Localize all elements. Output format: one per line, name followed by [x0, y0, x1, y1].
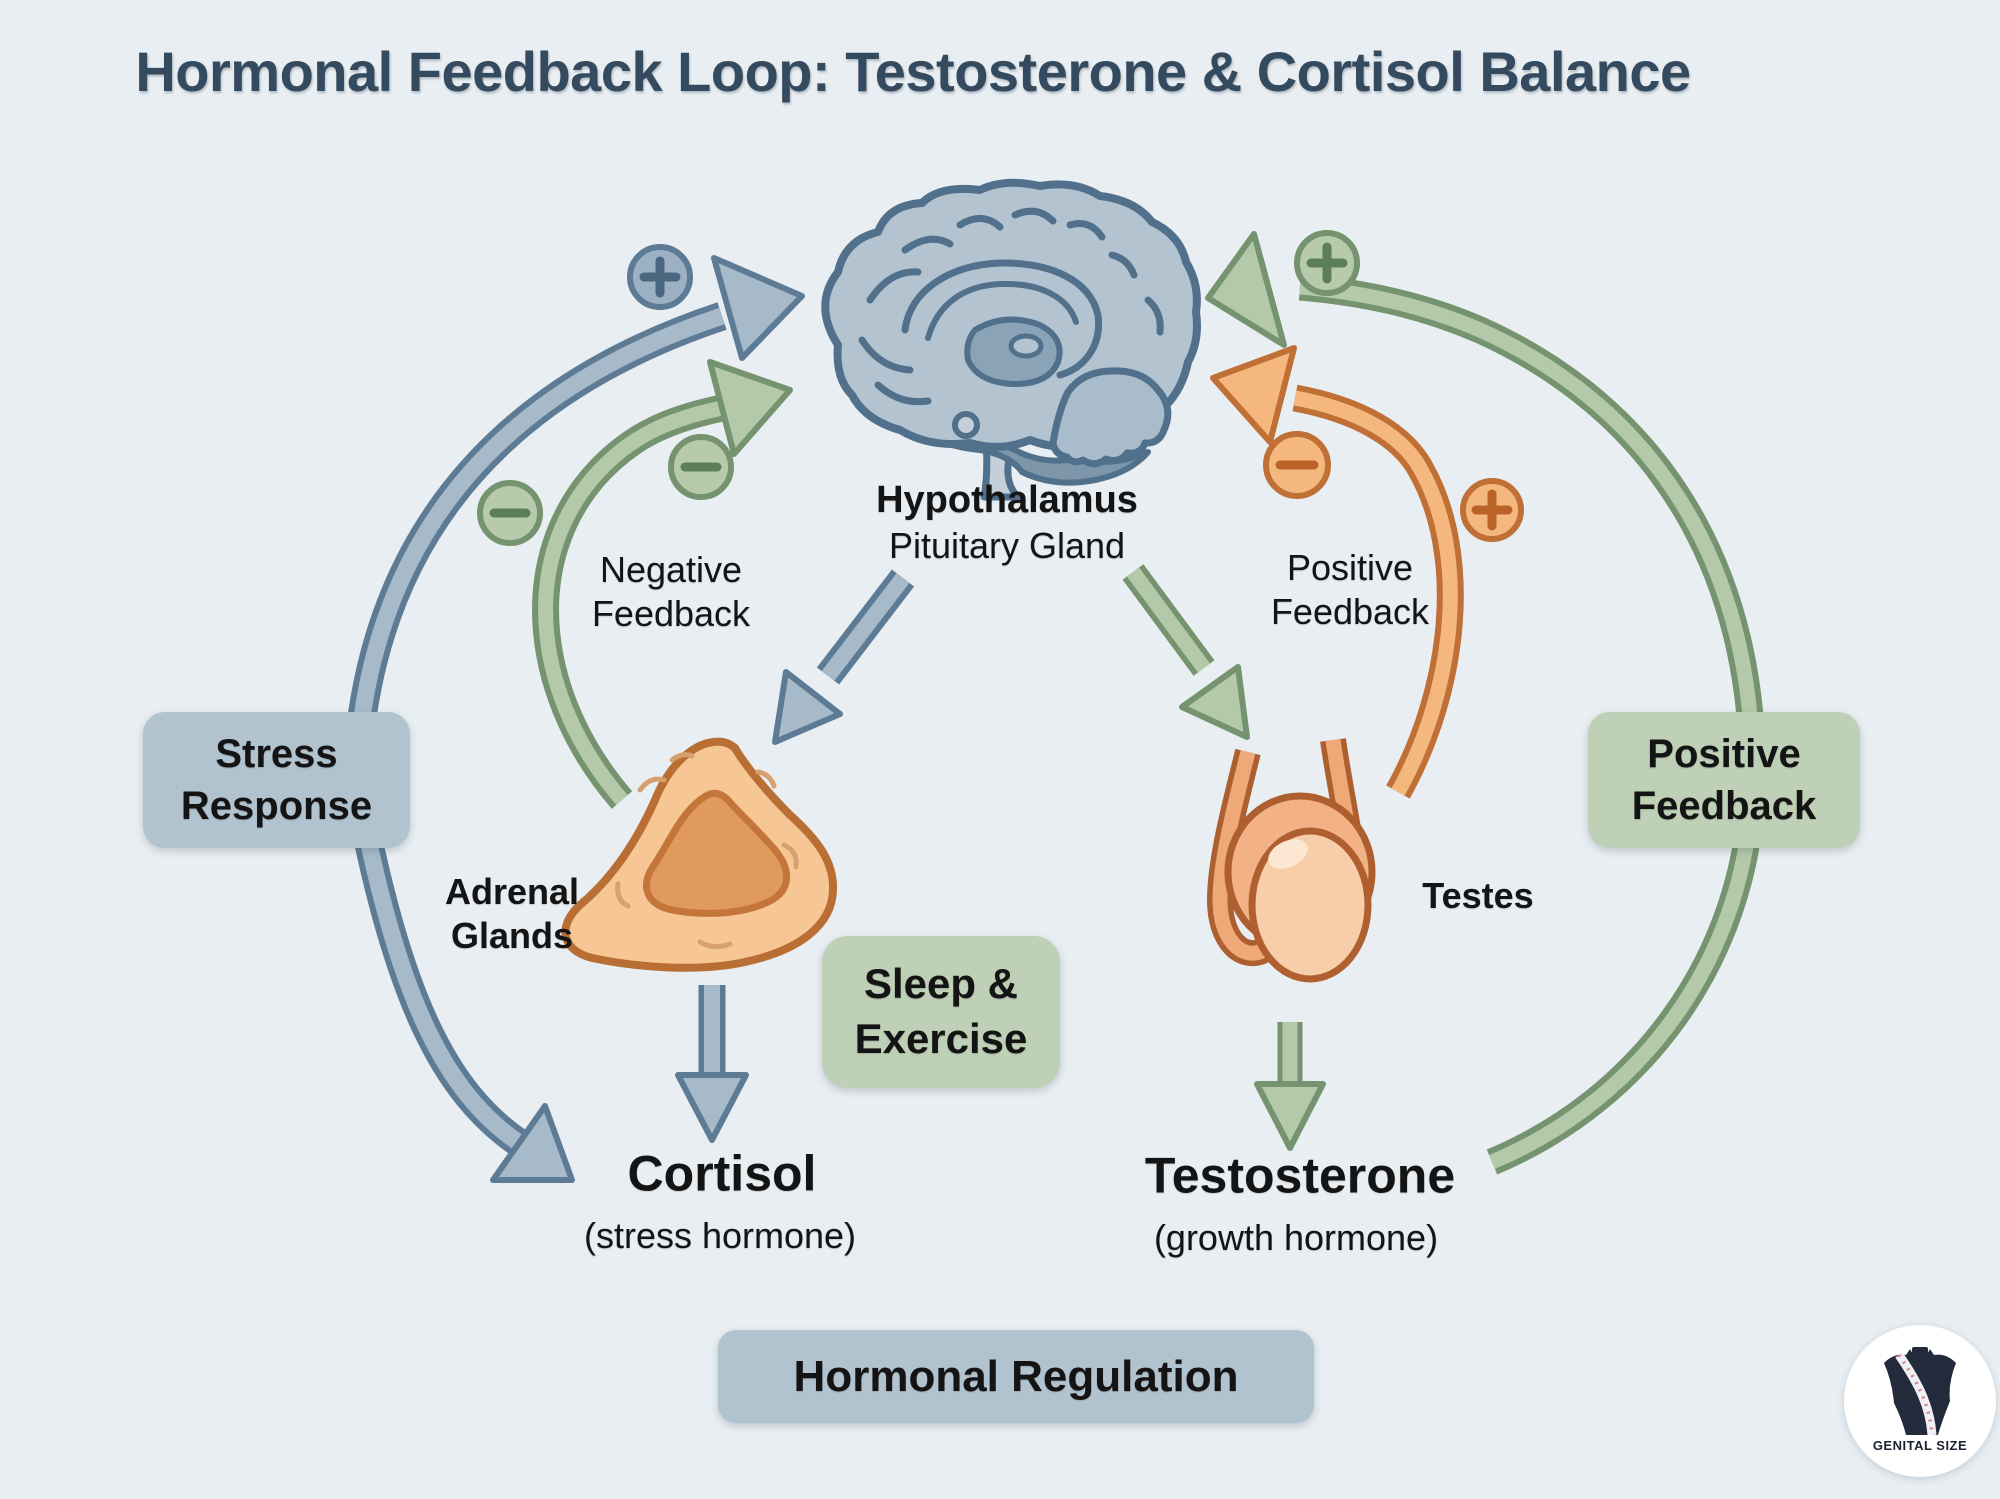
- stress-to-cortisol-arrow: [343, 787, 575, 1183]
- brand-logo: GENITAL SIZE: [1844, 1325, 1996, 1477]
- testes-label: Testes: [1422, 875, 1534, 917]
- plus-icon: [627, 244, 693, 310]
- hormonal-regulation-box: Hormonal Regulation: [718, 1330, 1314, 1423]
- testes-icon: [1206, 738, 1376, 983]
- testosterone-subtitle: (growth hormone): [1153, 1217, 1439, 1259]
- testes-to-brain-orange-arrow: [1210, 345, 1464, 799]
- brain-to-adrenal-arrow: [772, 569, 915, 745]
- plus-icon: [1294, 230, 1360, 296]
- adrenal-to-cortisol-arrow: [675, 985, 749, 1143]
- minus-icon: [1263, 431, 1331, 499]
- stress-to-brain-arrow: [341, 255, 805, 791]
- brain-icon: [821, 178, 1201, 501]
- testes-to-testosterone-arrow: [1254, 1022, 1326, 1151]
- torso-measuring-tape-icon: [1884, 1347, 1956, 1436]
- brain-to-testes-arrow: [1122, 564, 1250, 740]
- pituitary-gland-label: Pituitary Gland: [888, 525, 1126, 567]
- positive-feedback-box: Positive Feedback: [1588, 712, 1860, 848]
- positive-feedback-label: Positive Feedback: [1270, 547, 1430, 632]
- cortisol-subtitle: (stress hormone): [583, 1215, 857, 1257]
- plus-icon: [1460, 478, 1524, 542]
- cortisol-label: Cortisol: [627, 1145, 817, 1202]
- testosterone-to-brain-curve-arrow: [1205, 231, 1766, 1175]
- negative-feedback-curve-arrow: [532, 359, 793, 809]
- testosterone-label: Testosterone: [1144, 1147, 1456, 1204]
- adrenal-icon: [561, 737, 838, 972]
- sleep-exercise-box: Sleep & Exercise: [822, 936, 1060, 1088]
- minus-icon: [668, 434, 734, 500]
- brand-name: GENITAL SIZE: [1872, 1438, 1968, 1453]
- hypothalamus-label: Hypothalamus: [876, 478, 1138, 521]
- stress-response-box: Stress Response: [143, 712, 410, 848]
- negative-feedback-label: Negative Feedback: [591, 549, 751, 634]
- page-title: Hormonal Feedback Loop: Testosterone & C…: [135, 39, 1691, 103]
- adrenal-glands-label: Adrenal Glands: [444, 871, 580, 956]
- minus-icon: [477, 480, 543, 546]
